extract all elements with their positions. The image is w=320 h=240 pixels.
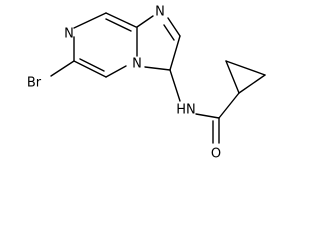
bond-c6-br	[50, 60, 75, 77]
atom-label-n7: N	[64, 27, 74, 42]
bond-c8-c9-inner	[105, 18, 132, 32]
bond-c9-n1	[136, 15, 154, 28]
bond-n4-c5	[105, 65, 127, 78]
bond-nh-carbonyl	[195, 113, 220, 119]
bond-c5-c6-inner	[79, 58, 105, 72]
bond-c5-c6-double	[73, 60, 107, 78]
bond-c3-nh	[169, 69, 181, 102]
bond-n1-c2-double	[167, 17, 181, 37]
bond-cyclopropane-c	[238, 74, 266, 94]
bond-carbonyl-cyclopropyl	[218, 92, 240, 119]
atom-label-bromine: Br	[27, 76, 42, 91]
atom-label-n1: N	[155, 5, 165, 20]
chemical-structure-diagram: N N N Br HN O	[27, 5, 266, 162]
bond-c8-c9-double	[105, 12, 137, 28]
atom-label-amide-nh: HN	[176, 103, 196, 118]
atom-label-carbonyl-oxygen: O	[211, 147, 221, 162]
atom-label-n4: N	[132, 57, 142, 72]
bond-c2-c3	[169, 35, 181, 71]
bond-n7-c8	[73, 12, 107, 29]
bond-n1-c2-inner	[163, 24, 175, 41]
bond-cyclopropane-a	[225, 60, 240, 94]
bond-c3-n4	[144, 66, 171, 71]
bond-cyclopropane-b	[225, 60, 266, 76]
